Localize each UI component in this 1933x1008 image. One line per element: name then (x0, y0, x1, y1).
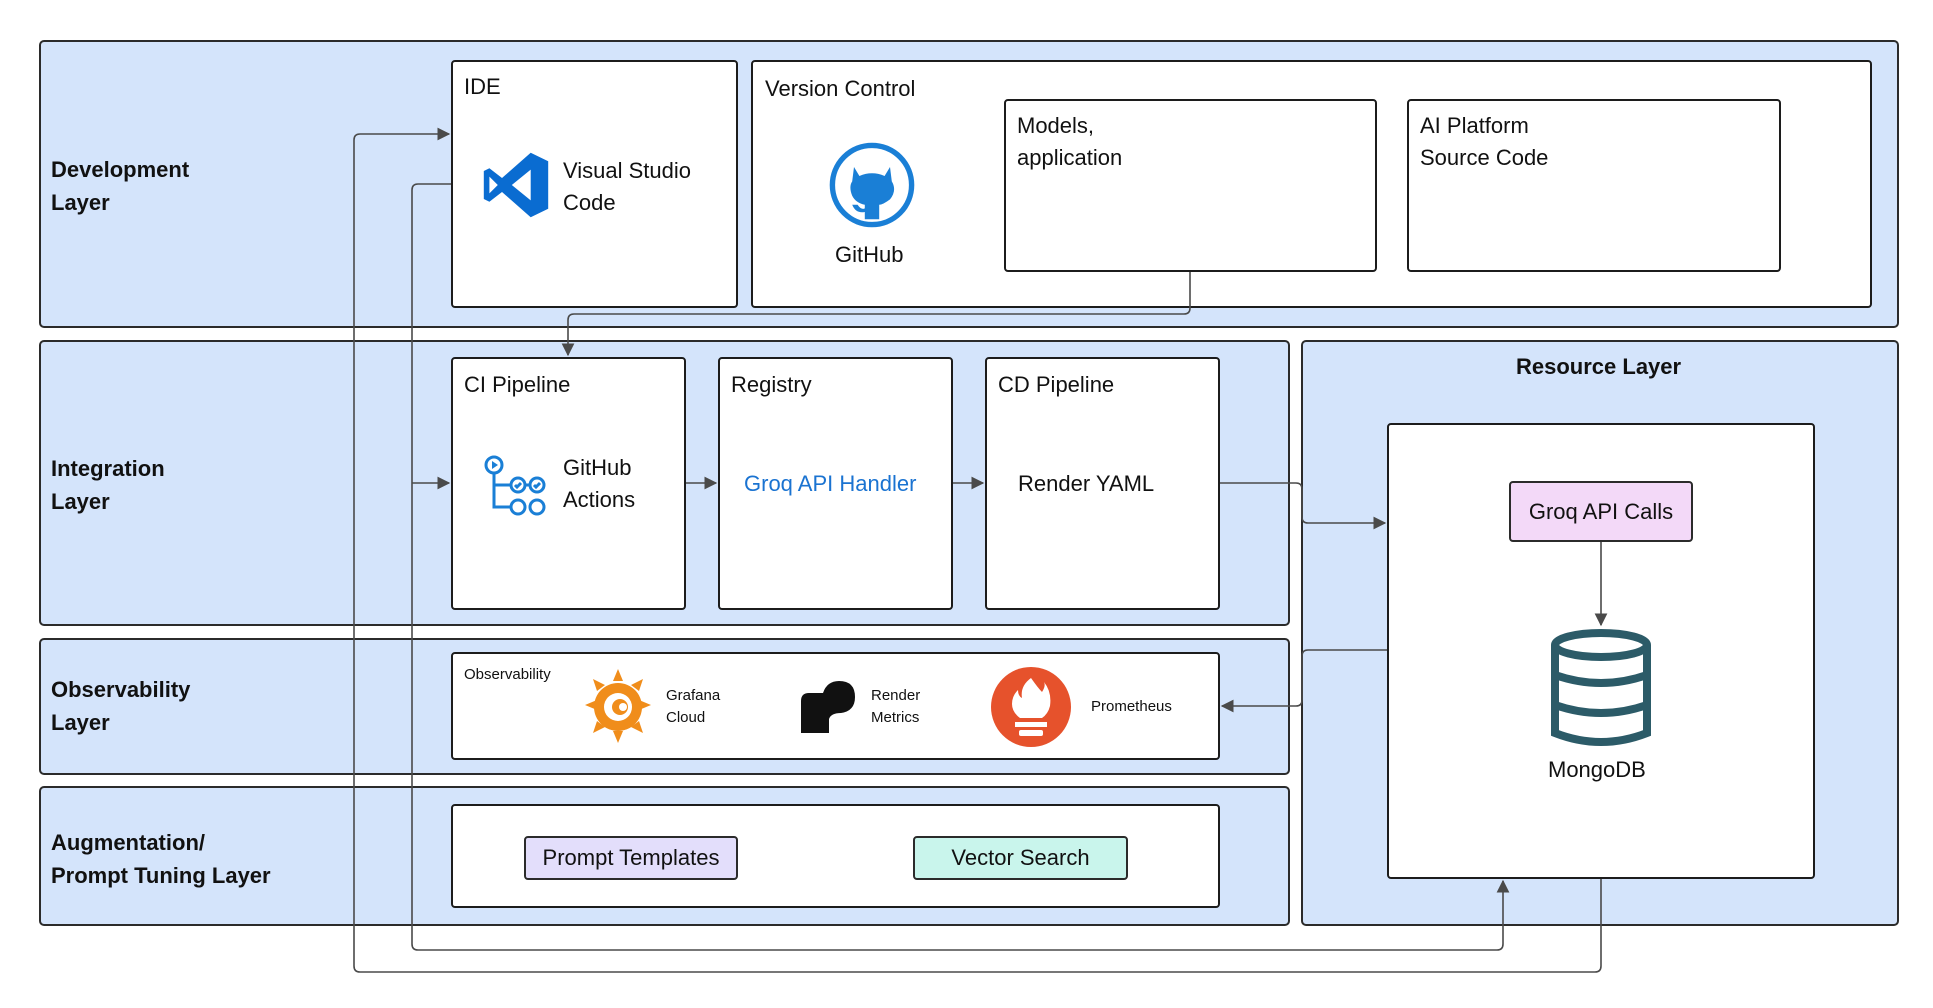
version-control-title: Version Control (765, 76, 916, 101)
groq-api-handler-label: Groq API Handler (744, 471, 917, 496)
ci-pipeline-title: CI Pipeline (464, 372, 571, 397)
observability-title: Observability (464, 666, 551, 683)
groq-api-calls-pill[interactable]: Groq API Calls (1509, 481, 1693, 542)
development-layer-label: Development Layer (51, 157, 190, 215)
ci-pipeline-box[interactable] (451, 357, 686, 610)
connector-resource-to-observability (1220, 649, 1387, 713)
grafana-cloud-label: Grafana Cloud (666, 687, 721, 726)
vector-search-pill[interactable]: Vector Search (913, 836, 1128, 880)
vscode-icon (483, 152, 549, 218)
resource-layer-label: Resource Layer (1516, 354, 1682, 379)
connector-models-to-ci (561, 272, 1191, 357)
models-application-label: Models, application (1017, 113, 1123, 170)
connector-ide-to-ci (411, 183, 1510, 951)
cd-pipeline-box[interactable] (985, 357, 1220, 610)
prometheus-label: Prometheus (1091, 698, 1172, 715)
prompt-templates-pill[interactable]: Prompt Templates (524, 836, 738, 880)
render-metrics-icon (801, 681, 855, 733)
github-icon (829, 142, 915, 228)
registry-title: Registry (731, 372, 812, 397)
observability-layer-label: Observability Layer (51, 677, 191, 735)
integration-layer-label: Integration Layer (51, 456, 165, 514)
connector-cd-to-resource (1220, 482, 1387, 530)
cd-pipeline-title: CD Pipeline (998, 372, 1115, 397)
augmentation-layer-label: Augmentation/ Prompt Tuning Layer (51, 830, 271, 888)
connector-mongodb-to-ide (353, 127, 1602, 973)
ai-platform-label: AI Platform Source Code (1420, 113, 1549, 170)
github-actions-icon (484, 455, 546, 516)
vscode-label: Visual Studio Code (563, 158, 692, 215)
mongodb-label: MongoDB (1548, 757, 1646, 782)
render-metrics-label: Render Metrics (871, 687, 921, 726)
grafana-icon (585, 669, 651, 743)
github-actions-label: GitHub Actions (563, 455, 636, 512)
prometheus-icon (991, 667, 1071, 747)
render-yaml-label: Render YAML (1018, 471, 1155, 496)
mongodb-icon (1551, 629, 1651, 746)
ai-platform-box[interactable] (1407, 99, 1781, 272)
github-label: GitHub (835, 242, 904, 267)
registry-box[interactable] (718, 357, 953, 610)
ide-title: IDE (464, 74, 501, 99)
models-application-box[interactable] (1004, 99, 1377, 272)
